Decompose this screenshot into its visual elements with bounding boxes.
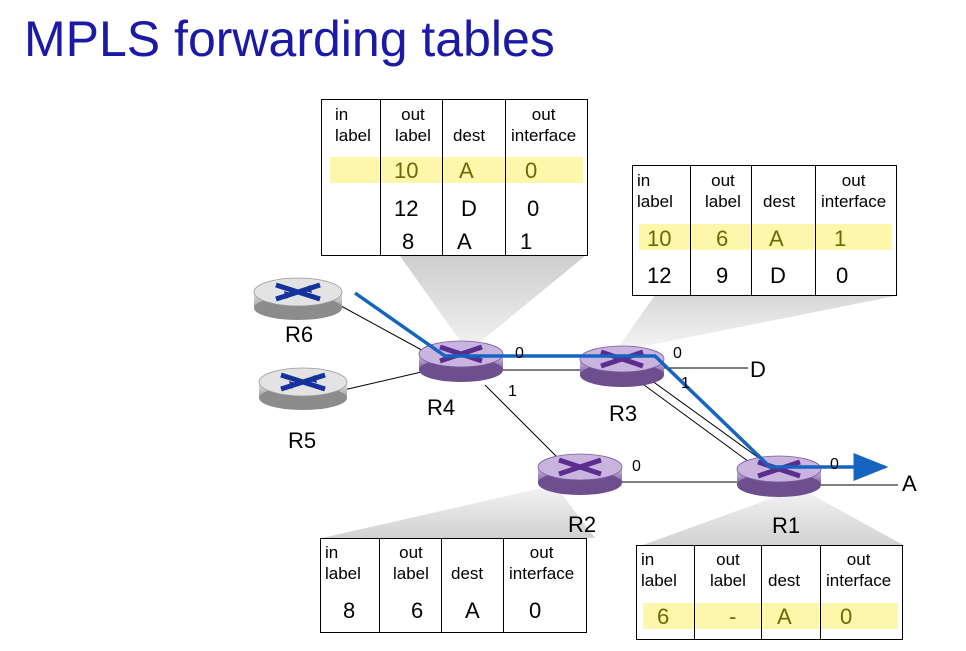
cell: 10 [394,158,419,183]
port-r1-0: 0 [830,456,839,473]
router-label-r4: R4 [427,395,456,420]
cell: A [457,229,472,254]
highlight-row [643,603,898,629]
cell: 12 [647,263,672,288]
cell: 0 [525,158,538,183]
header-dest: dest [763,192,796,211]
callout-r1 [640,488,905,546]
cell: 0 [836,263,849,288]
cell: 8 [402,229,415,254]
header-dest: dest [768,571,801,590]
highlight-row [639,224,892,250]
cell: D [461,196,477,221]
header-dest: dest [453,126,486,145]
cell: 8 [343,598,356,623]
port-r4-0: 0 [515,345,524,362]
link-r5-r4 [334,369,431,393]
router-r1 [736,455,822,497]
cell: A [777,604,792,629]
cell: 6 [657,604,670,629]
cell: A [769,226,784,251]
cell: 6 [411,598,424,623]
cell: A [459,158,474,183]
cell: 1 [834,226,847,251]
callout-r4 [400,256,585,352]
callout-r2 [322,485,595,538]
port-r2-0: 0 [632,458,641,475]
port-r3-1: 1 [681,375,690,392]
link-r3-r1-a [639,381,761,471]
router-label-r6: R6 [285,322,314,347]
callout-r3 [615,295,900,352]
cell: 0 [840,604,853,629]
cell: 10 [647,226,672,251]
cell: 6 [716,226,729,251]
cell: 1 [520,229,533,254]
router-r4 [418,340,504,382]
cell: 12 [394,196,419,221]
router-label-r3: R3 [609,401,638,426]
router-r5 [258,367,348,410]
destination-d: D [750,357,766,382]
port-r4-1: 1 [508,383,517,400]
router-label-r1: R1 [772,513,801,538]
router-label-r5: R5 [288,428,317,453]
router-r3 [579,345,665,387]
cell: 9 [716,263,729,288]
cell: A [465,598,480,623]
port-r3-0: 0 [673,345,682,362]
cell: D [770,263,786,288]
header-dest: dest [451,564,484,583]
cell: 0 [529,598,542,623]
lsp-path [353,291,889,481]
link-r3-r1-b [647,377,771,467]
router-label-r2: R2 [568,512,597,537]
router-r2 [537,453,623,495]
link-r4-r2 [484,384,561,461]
router-r6 [253,277,343,320]
page-title: MPLS forwarding tables [24,11,555,67]
cell: 0 [527,196,540,221]
destination-a: A [902,471,917,496]
highlight-row [330,157,583,183]
cell: - [729,604,737,629]
